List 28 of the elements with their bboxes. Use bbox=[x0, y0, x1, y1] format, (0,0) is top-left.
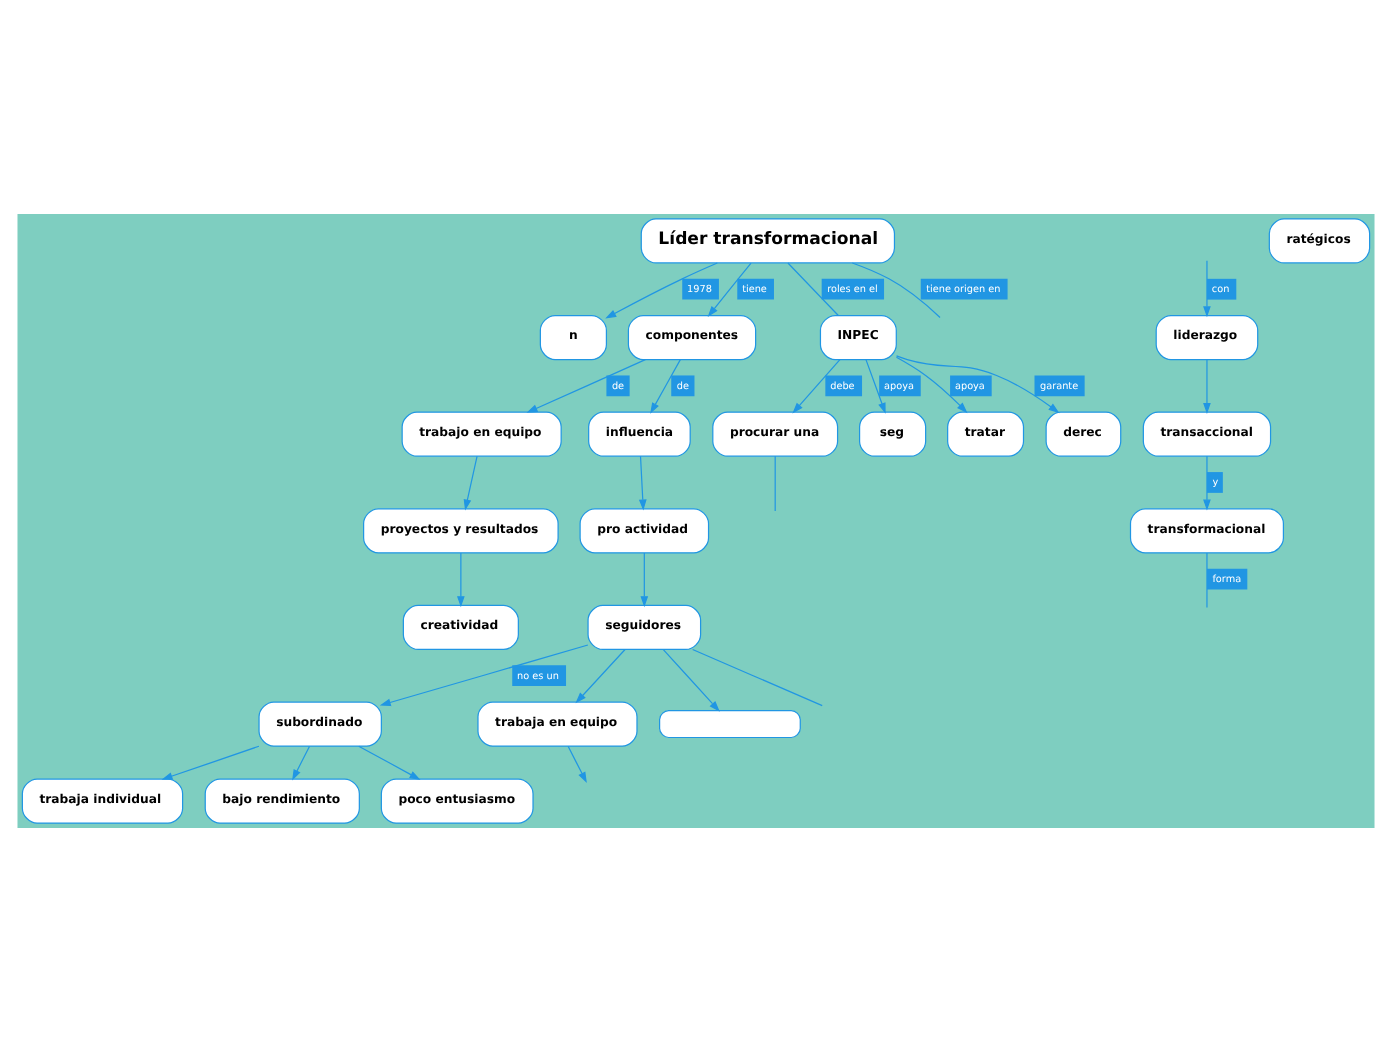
arrow bbox=[895, 354, 1060, 413]
arrow bbox=[650, 358, 681, 413]
arrow bbox=[161, 744, 260, 779]
arrow bbox=[662, 647, 720, 711]
arrow bbox=[292, 744, 311, 780]
arrow bbox=[640, 551, 649, 607]
connector bbox=[851, 261, 941, 318]
arrow bbox=[575, 647, 626, 703]
arrow bbox=[865, 358, 886, 413]
arrow bbox=[358, 744, 421, 779]
arrow bbox=[1203, 259, 1211, 317]
arrow bbox=[457, 551, 465, 607]
connector bbox=[692, 647, 823, 706]
arrow bbox=[463, 454, 478, 510]
arrow bbox=[707, 261, 752, 316]
arrow bbox=[895, 355, 968, 413]
arrow bbox=[638, 454, 647, 510]
arrow bbox=[1203, 358, 1211, 413]
node-box: Líder transformacional bbox=[640, 217, 896, 263]
connector bbox=[787, 261, 839, 316]
arrow bbox=[526, 358, 646, 412]
connector bbox=[774, 454, 776, 511]
node-box bbox=[659, 708, 801, 738]
arrow bbox=[567, 744, 587, 783]
arrow bbox=[792, 358, 841, 413]
connector bbox=[1206, 551, 1208, 608]
arrow bbox=[379, 643, 589, 706]
arrow bbox=[1203, 454, 1211, 510]
